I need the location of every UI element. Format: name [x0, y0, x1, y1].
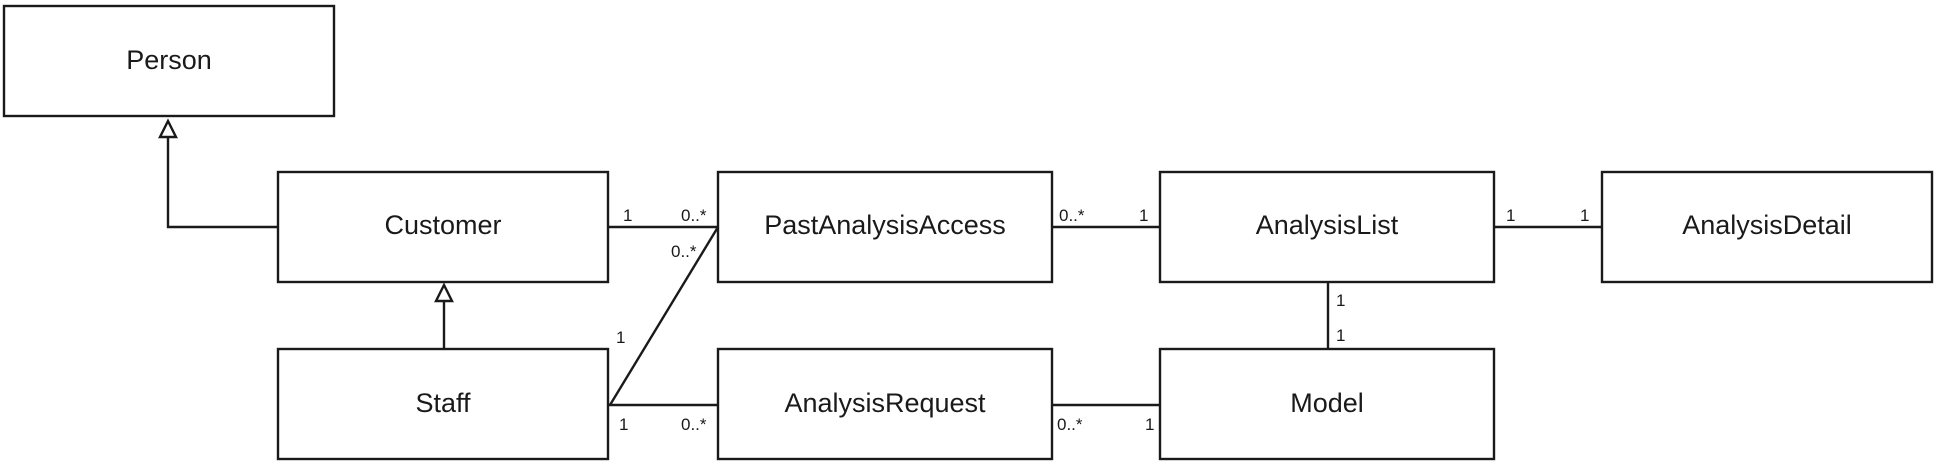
class-pastanalysisaccess[interactable]: PastAnalysisAccess — [716, 170, 1054, 284]
class-name-analysisrequest: AnalysisRequest — [784, 388, 986, 418]
class-analysisrequest[interactable]: AnalysisRequest — [716, 347, 1054, 461]
association-staff-pastanalysisaccess — [608, 226, 720, 406]
multiplicity-request-end: 0..* — [1057, 415, 1083, 434]
class-staff[interactable]: Staff — [276, 347, 610, 461]
class-name-model: Model — [1290, 388, 1364, 418]
class-name-analysislist: AnalysisList — [1256, 210, 1399, 240]
class-name-pastanalysisaccess: PastAnalysisAccess — [764, 210, 1006, 240]
generalization-arrowhead — [434, 282, 454, 303]
class-person[interactable]: Person — [2, 4, 336, 118]
class-model[interactable]: Model — [1158, 347, 1496, 461]
class-customer[interactable]: Customer — [276, 170, 610, 284]
multiplicity-staff-end: 1 — [616, 328, 625, 347]
multiplicity-list-end: 1 — [1139, 206, 1148, 225]
multiplicity-request-end: 0..* — [681, 415, 707, 434]
multiplicity-pastaccess-end: 0..* — [671, 242, 697, 261]
class-name-customer: Customer — [384, 210, 501, 240]
multiplicity-staff-end: 1 — [619, 415, 628, 434]
class-name-analysisdetail: AnalysisDetail — [1682, 210, 1852, 240]
class-name-staff: Staff — [415, 388, 471, 418]
multiplicity-list-end: 1 — [1506, 206, 1515, 225]
generalization-customer-person — [158, 118, 278, 229]
multiplicity-customer-end: 1 — [623, 206, 632, 225]
class-analysislist[interactable]: AnalysisList — [1158, 170, 1496, 284]
multiplicity-pastaccess-end: 0..* — [681, 206, 707, 225]
class-analysisdetail[interactable]: AnalysisDetail — [1600, 170, 1934, 284]
multiplicity-list-end: 1 — [1336, 291, 1345, 310]
multiplicity-pastaccess-end: 0..* — [1059, 206, 1085, 225]
generalization-arrowhead — [158, 118, 178, 139]
multiplicity-model-end: 1 — [1336, 326, 1345, 345]
class-name-person: Person — [126, 45, 212, 75]
multiplicity-model-end: 1 — [1145, 415, 1154, 434]
generalization-staff-customer — [434, 282, 454, 349]
multiplicity-detail-end: 1 — [1580, 206, 1589, 225]
